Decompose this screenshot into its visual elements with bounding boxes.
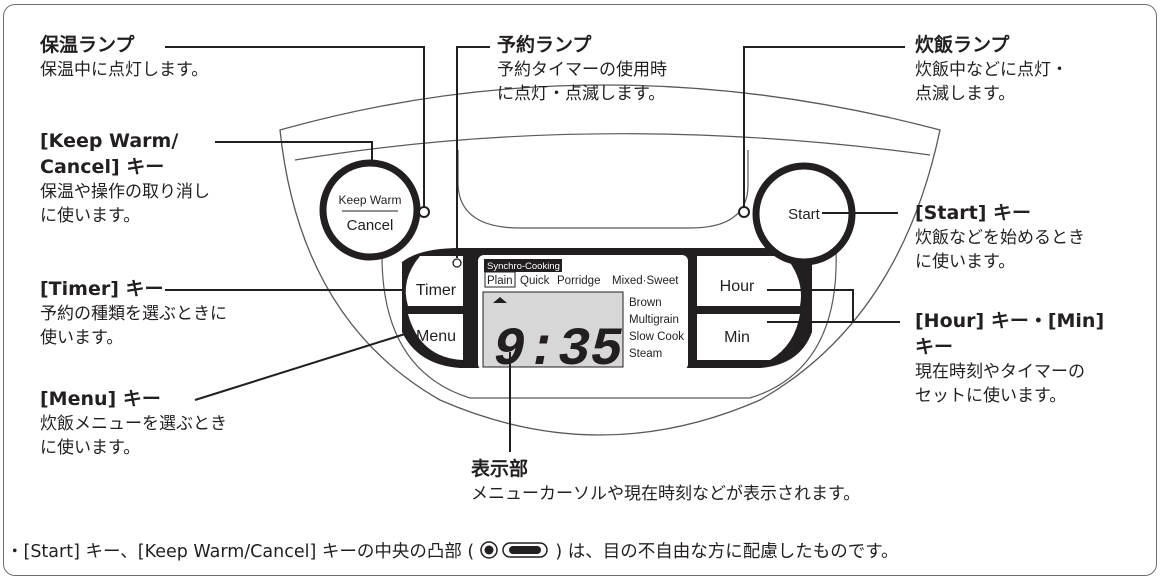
hour-min-title-2: キー <box>915 336 954 358</box>
hour-min-desc-1: 現在時刻やタイマーの <box>915 362 1085 382</box>
min-button <box>697 314 800 360</box>
keep-lamp-desc: 保温中に点灯します。 <box>40 60 209 80</box>
start-callout: [Start] キー 炊飯などを始めるとき に使います。 <box>915 200 1085 274</box>
leader-reserve <box>456 46 490 258</box>
cooker-lid-curve <box>294 133 931 161</box>
cancel-label: Cancel <box>347 217 394 234</box>
display-desc: メニューカーソルや現在時刻などが表示されます。 <box>471 484 861 504</box>
reserve-lamp-callout: 予約ランプ 予約タイマーの使用時 に点灯・点滅します。 <box>497 32 667 106</box>
menu-desc-1: 炊飯メニューを選ぶとき <box>40 414 227 434</box>
display-callout: 表示部 メニューカーソルや現在時刻などが表示されます。 <box>471 456 860 506</box>
menu-callout: [Menu] キー 炊飯メニューを選ぶとき に使います。 <box>40 386 227 460</box>
reserve-lamp-title: 予約ランプ <box>497 34 592 56</box>
timer-desc-1: 予約の種類を選ぶときに <box>40 304 227 324</box>
timer-label: Timer <box>416 282 457 299</box>
hour-button <box>697 256 801 306</box>
hour-min-desc-2: セットに使います。 <box>915 386 1067 406</box>
raised-dot-icon <box>480 540 550 565</box>
timer-button <box>405 256 463 306</box>
keep-warm-label: Keep Warm <box>339 193 402 207</box>
keep-key-desc-1: 保温や操作の取り消し <box>40 182 210 202</box>
timer-desc-2: 使います。 <box>40 328 124 348</box>
lcd-menu-slowcook: Slow Cook <box>629 331 684 343</box>
min-label: Min <box>724 329 750 346</box>
plain-box <box>484 271 516 288</box>
cook-lamp <box>738 206 750 218</box>
keep-warm-lamp <box>418 206 430 218</box>
lcd-menu-quick: Quick <box>520 275 550 287</box>
synchro-label: Synchro-Cooking <box>487 261 560 272</box>
keep-lamp-callout: 保温ランプ 保温中に点灯します。 <box>40 32 208 82</box>
cook-lamp-desc-1: 炊飯中などに点灯・ <box>915 60 1068 80</box>
keep-key-title-1: [Keep Warm/ <box>40 130 179 152</box>
footnote-before: ・[Start] キー、[Keep Warm/Cancel] キーの中央の凸部 … <box>6 542 475 562</box>
lcd-screen <box>482 291 624 368</box>
leader-hour-min <box>767 289 854 323</box>
lcd-menu-brown: Brown <box>629 297 662 309</box>
menu-button <box>408 314 463 360</box>
keep-key-title-2: Cancel] キー <box>40 156 165 178</box>
keep-key-desc-2: に使います。 <box>40 206 141 226</box>
hour-min-title-1: [Hour] キー・[Min] <box>915 310 1105 332</box>
keep-lamp-title: 保温ランプ <box>40 34 135 56</box>
start-desc-1: 炊飯などを始めるとき <box>915 228 1085 248</box>
leader-cook <box>743 46 905 206</box>
timer-title: [Timer] キー <box>40 278 164 300</box>
lcd-menu-multigrain: Multigrain <box>629 314 679 326</box>
menu-label: Menu <box>416 328 456 345</box>
keep-key-callout: [Keep Warm/ Cancel] キー 保温や操作の取り消し に使います。 <box>40 128 210 228</box>
keep-warm-cancel-button <box>319 159 421 261</box>
cook-lamp-callout: 炊飯ランプ 炊飯中などに点灯・ 点滅します。 <box>915 32 1068 106</box>
start-title: [Start] キー <box>915 202 1032 224</box>
reserve-lamp-desc-2: に点灯・点滅します。 <box>497 84 666 104</box>
lcd-cursor-icon <box>493 297 507 303</box>
start-label: Start <box>788 206 821 223</box>
display-title: 表示部 <box>471 458 529 480</box>
menu-title: [Menu] キー <box>40 388 161 410</box>
panel-outer-curve <box>381 249 837 399</box>
lcd-time: 9:35 <box>493 320 623 381</box>
cook-lamp-title: 炊飯ランプ <box>915 34 1010 56</box>
lcd-menu-plain: Plain <box>487 275 513 287</box>
hour-min-callout: [Hour] キー・[Min] キー 現在時刻やタイマーの セットに使います。 <box>915 308 1104 408</box>
lcd-menu-mixed: Mixed·Sweet <box>612 275 679 287</box>
reserve-lamp <box>452 258 462 268</box>
hour-label: Hour <box>720 278 755 295</box>
start-desc-2: に使います。 <box>915 252 1016 272</box>
footnote: ・[Start] キー、[Keep Warm/Cancel] キーの中央の凸部 … <box>6 538 899 565</box>
synchro-badge <box>484 259 562 272</box>
leader-menu <box>194 333 406 401</box>
diagram-frame <box>3 4 1157 576</box>
menu-desc-2: に使います。 <box>40 438 141 458</box>
timer-callout: [Timer] キー 予約の種類を選ぶときに 使います。 <box>40 276 227 350</box>
lcd-menu-porridge: Porridge <box>557 275 600 287</box>
leader-lines <box>165 46 905 452</box>
leader-keep-lamp <box>165 46 425 206</box>
lcd-menu-steam: Steam <box>629 348 662 360</box>
reserve-lamp-desc-1: 予約タイマーの使用時 <box>497 60 667 80</box>
cook-lamp-desc-2: 点滅します。 <box>915 84 1016 104</box>
footnote-after: ) は、目の不自由な方に配慮したものです。 <box>555 542 899 562</box>
leader-keep-key <box>215 141 373 166</box>
